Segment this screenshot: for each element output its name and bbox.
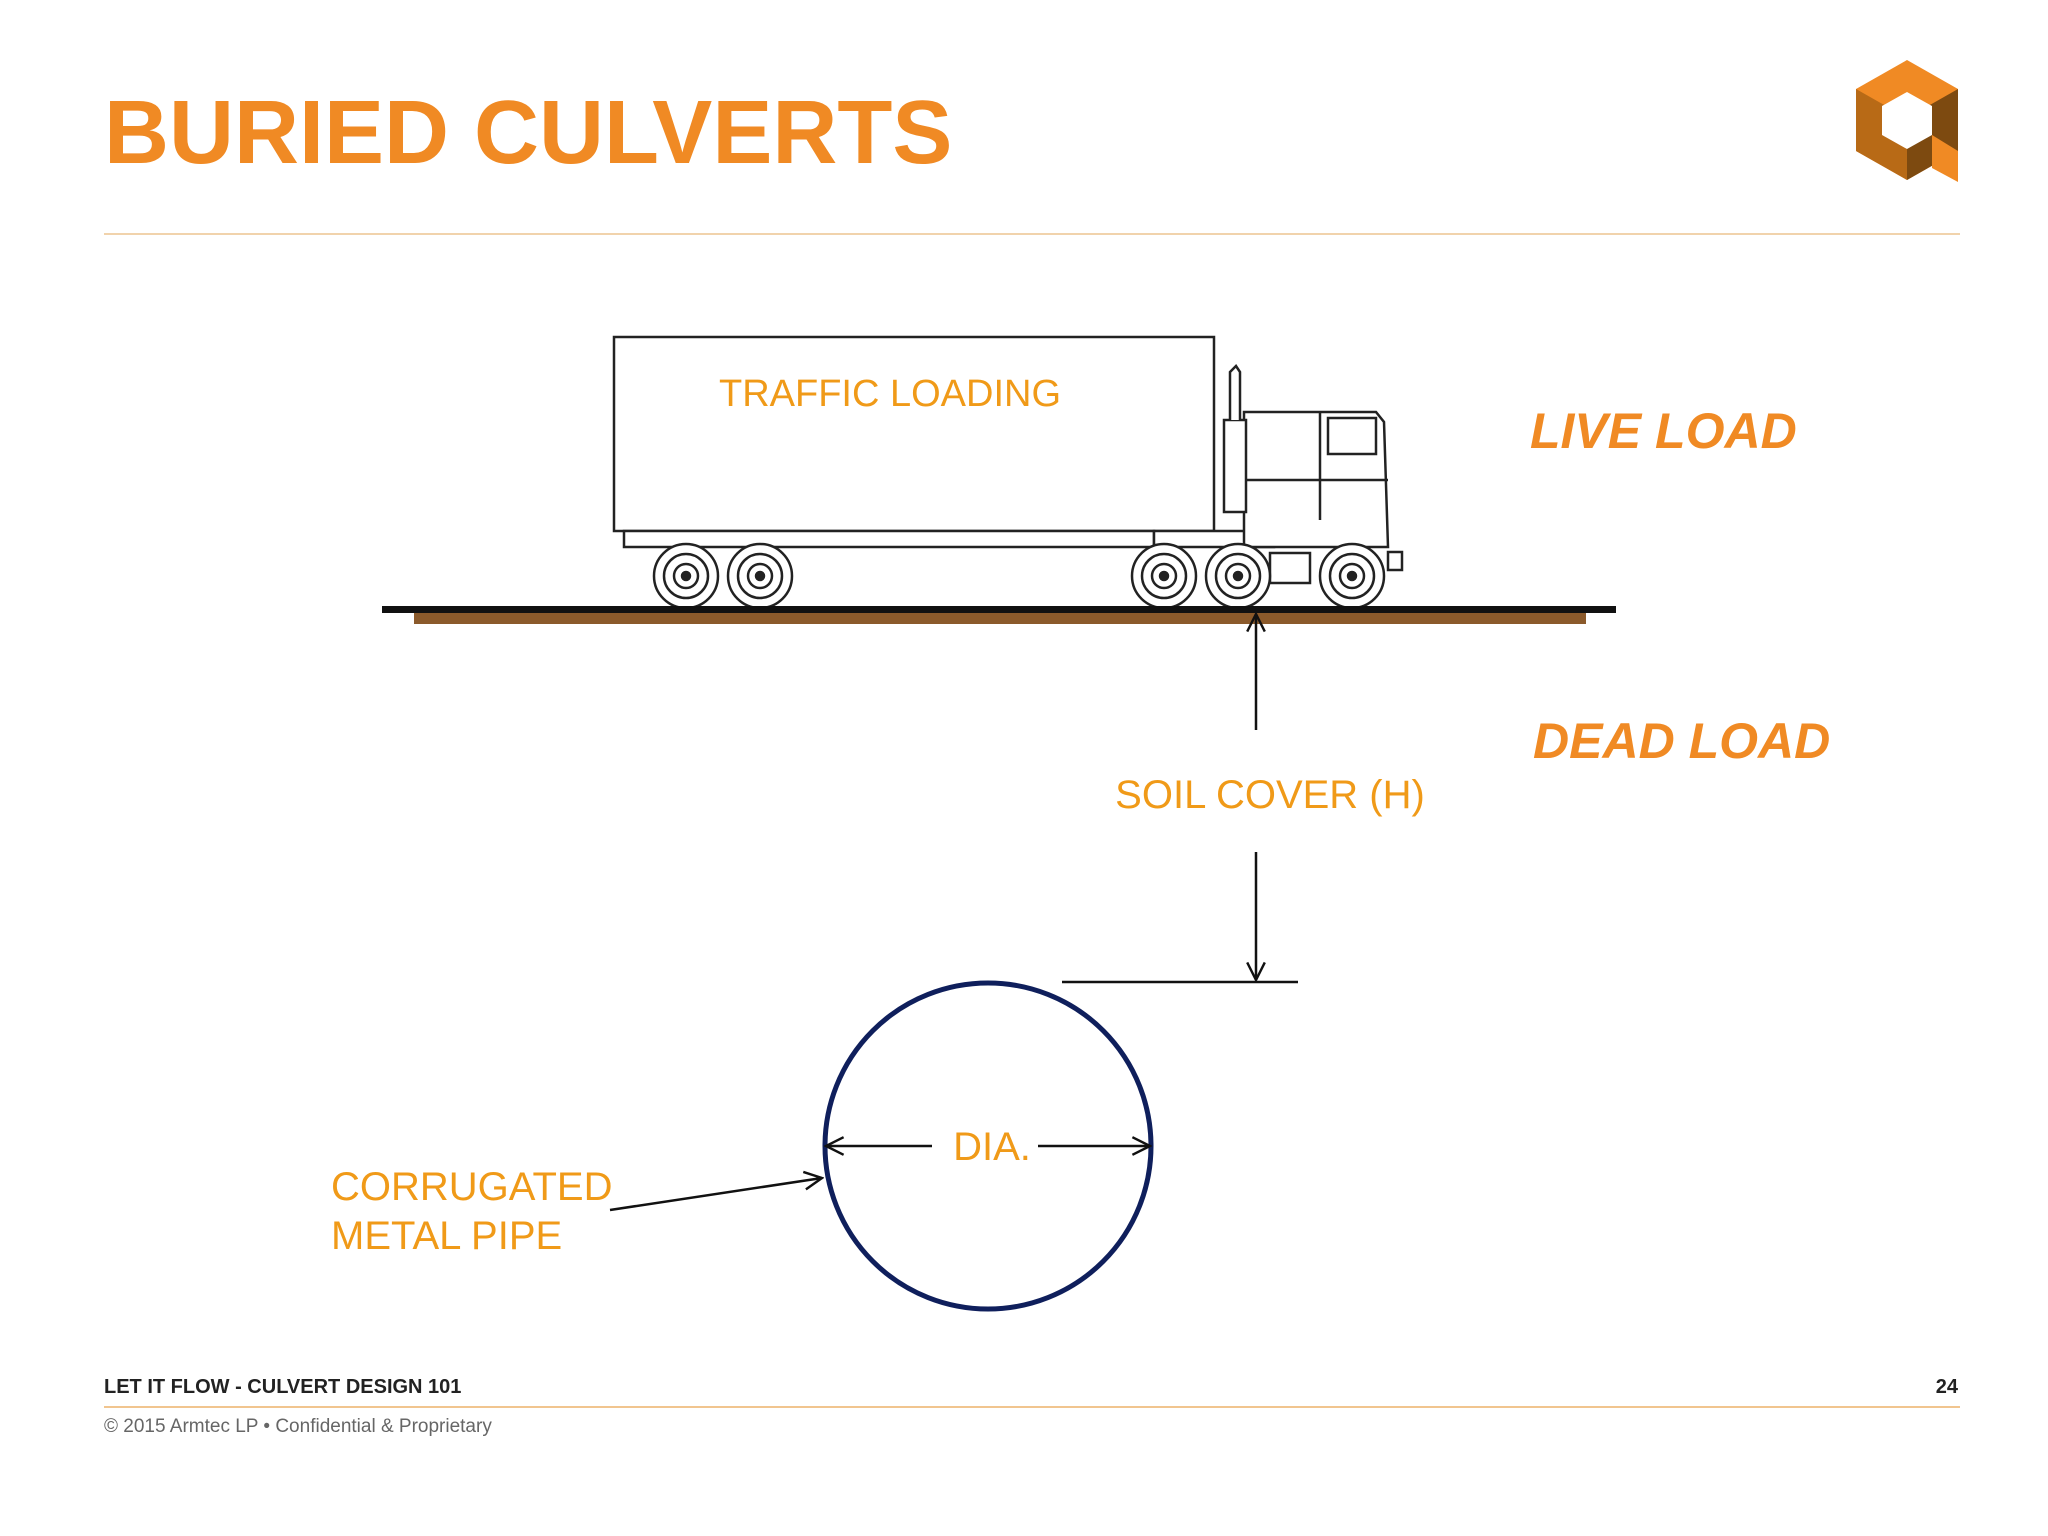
- wheel: [652, 542, 720, 610]
- diameter-label: DIA.: [953, 1125, 1031, 1169]
- footer-copyright: © 2015 Armtec LP • Confidential & Propri…: [104, 1416, 492, 1437]
- armtec-hexagon-logo-icon: [1856, 60, 1958, 182]
- footer-divider: [104, 1406, 1960, 1408]
- wheel: [1318, 542, 1386, 610]
- road-surface: [382, 606, 1616, 613]
- page-number: 24: [1935, 1376, 1958, 1398]
- pipe-label-line1: CORRUGATED: [331, 1165, 612, 1209]
- live-load-label: LIVE LOAD: [1530, 403, 1797, 459]
- pipe-label-line2: METAL PIPE: [331, 1214, 562, 1258]
- footer-presentation-title: LET IT FLOW - CULVERT DESIGN 101: [104, 1376, 462, 1398]
- traffic-loading-label: TRAFFIC LOADING: [719, 373, 1061, 415]
- truck-icon: [612, 335, 1404, 585]
- pipe-label-leader: [609, 1178, 822, 1212]
- ground-layer: [414, 612, 1586, 624]
- wheel: [726, 542, 794, 610]
- dead-load-label: DEAD LOAD: [1533, 713, 1830, 769]
- truck-wheels: [652, 542, 1386, 610]
- slide-title: BURIED CULVERTS: [104, 83, 953, 183]
- wheel: [1130, 542, 1198, 610]
- wheel: [1204, 542, 1272, 610]
- soil-cover-label: SOIL COVER (H): [1115, 773, 1425, 817]
- header-divider: [104, 233, 1960, 235]
